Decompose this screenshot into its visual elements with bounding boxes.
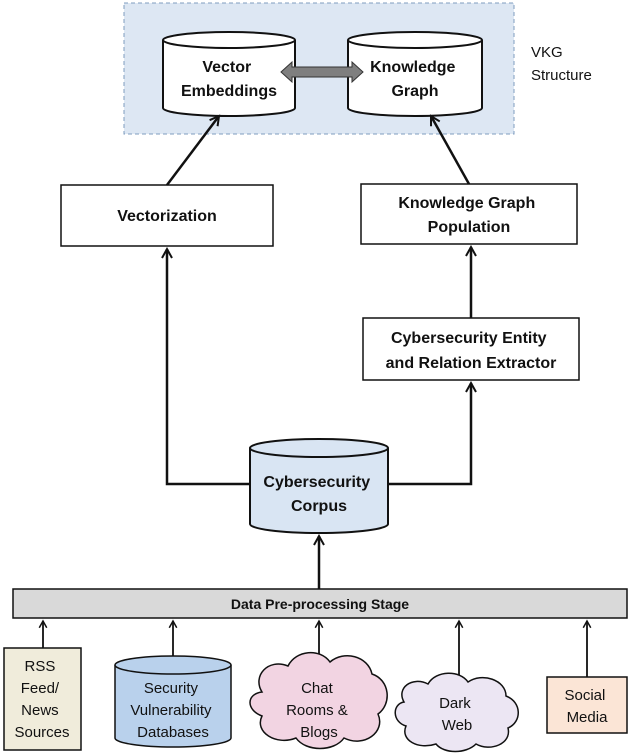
social-media-source: Social Media	[546, 676, 628, 734]
svg-text:Cybersecurity Corpus: Cybersecurity Corpus	[263, 474, 374, 515]
svg-text:Cybersecurity Entity and: Cybersecurity Entity and Relation Extrac…	[386, 330, 557, 372]
svg-text:RSS Feed/ News: RSS Feed/ News Sources	[14, 658, 69, 741]
svg-text:Knowledge Graph Populati: Knowledge Graph Population	[398, 195, 539, 236]
dark-web-cloud-source: Dark Web	[394, 672, 519, 753]
arrow-population-to-graph	[429, 116, 471, 185]
arrow-vectorization-to-embeddings	[166, 116, 219, 186]
bidirectional-link-arrow	[280, 60, 364, 84]
chat-rooms-blogs-cloud-source: Chat Rooms & Blogs	[249, 652, 388, 750]
entity-relation-extractor-box: Cybersecurity Entity and Relation Extrac…	[362, 317, 580, 381]
vector-embeddings-db: Vector Embeddings	[162, 31, 296, 117]
arrow-corpus-to-extractor	[388, 383, 471, 486]
cybersecurity-corpus-db: Cybersecurity Corpus	[249, 438, 389, 534]
svg-text:Vectorization: Vectorization	[117, 208, 217, 225]
svg-text:Dark Web: Dark Web	[439, 695, 475, 734]
knowledge-graph-db: Knowledge Graph	[347, 31, 483, 117]
security-vulnerability-db-source: Security Vulnerability Databases	[114, 655, 232, 748]
svg-text:Data Pre-processing Stage: Data Pre-processing Stage	[231, 596, 409, 612]
svg-text:Knowledge Graph: Knowledge Graph	[370, 59, 460, 100]
svg-text:Security Vulnerability: Security Vulnerability Databases	[130, 680, 215, 741]
svg-text:Chat Rooms & Blogs: Chat Rooms & Blogs	[286, 680, 352, 741]
data-preprocessing-stage-bar: Data Pre-processing Stage	[12, 588, 628, 619]
vectorization-box: Vectorization	[60, 184, 274, 247]
source-arrows	[43, 621, 587, 682]
svg-text:Vector Embeddings: Vector Embeddings	[181, 59, 277, 100]
svg-text:Social Media: Social Media	[564, 687, 609, 726]
vkg-structure-label: VKG Structure	[531, 44, 592, 84]
arrow-corpus-to-vectorization	[167, 249, 250, 486]
kg-population-box: Knowledge Graph Population	[360, 183, 578, 245]
rss-feed-source: RSS Feed/ News Sources	[3, 647, 82, 751]
flow-arrows	[167, 116, 471, 589]
